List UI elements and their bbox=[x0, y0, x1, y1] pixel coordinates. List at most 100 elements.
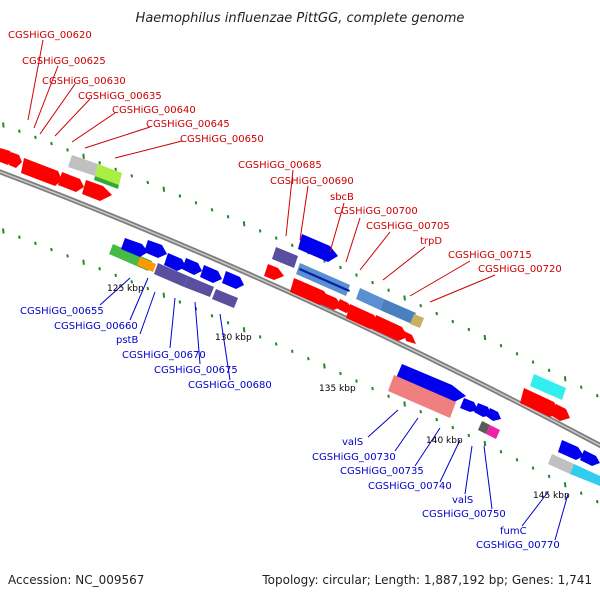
kbp-label: 125 kbp bbox=[107, 284, 144, 294]
gene-label[interactable]: CGSHiGG_00730 bbox=[312, 452, 396, 463]
gene-label[interactable]: CGSHiGG_00705 bbox=[366, 221, 450, 232]
gene-block bbox=[410, 314, 424, 328]
gene-arrow bbox=[164, 253, 186, 271]
gc-tick bbox=[387, 394, 390, 398]
gene-label[interactable]: CGSHiGG_00675 bbox=[154, 365, 238, 376]
gene-arrow bbox=[558, 440, 584, 460]
gene-arrow bbox=[404, 331, 416, 344]
map-title: Haemophilus influenzae PittGG, complete … bbox=[136, 11, 465, 26]
gc-tick bbox=[419, 304, 422, 308]
gene-label[interactable]: CGSHiGG_00735 bbox=[340, 466, 424, 477]
gene-arrow bbox=[372, 315, 408, 341]
gc-tick bbox=[595, 394, 599, 398]
gene-label[interactable]: fumC bbox=[500, 526, 527, 537]
gene-arrow bbox=[486, 408, 501, 421]
gene-arrow bbox=[396, 364, 466, 402]
gene-label[interactable]: CGSHiGG_00650 bbox=[180, 134, 264, 145]
gene-arrow bbox=[82, 180, 112, 201]
gene-arrow bbox=[21, 158, 62, 186]
gene-block bbox=[137, 257, 156, 272]
gene-block bbox=[154, 263, 188, 287]
gene-arrow bbox=[320, 293, 342, 310]
gc-tick bbox=[467, 433, 471, 438]
gene-block bbox=[95, 164, 122, 185]
gene-label[interactable]: CGSHiGG_00655 bbox=[20, 306, 104, 317]
gene-label[interactable]: trpD bbox=[420, 236, 442, 247]
gene-label[interactable]: CGSHiGG_00690 bbox=[270, 176, 354, 187]
gc-tick bbox=[499, 343, 503, 348]
gc-tick bbox=[515, 352, 519, 356]
accession-text: Accession: NC_009567 bbox=[8, 573, 145, 587]
gene-label[interactable]: valS bbox=[342, 437, 363, 448]
gene-arrow bbox=[346, 304, 380, 329]
gene-arrow bbox=[460, 398, 478, 412]
gene-label[interactable]: sbcB bbox=[330, 192, 354, 203]
bottom-gene-labels: CGSHiGG_00655 CGSHiGG_00660 pstB CGSHiGG… bbox=[20, 306, 560, 551]
topology-text: Topology: circular; Length: 1,887,192 bp… bbox=[262, 573, 592, 587]
gc-tick bbox=[371, 386, 374, 391]
gc-tick bbox=[339, 371, 342, 376]
gc-tick bbox=[290, 243, 294, 248]
gc-tick bbox=[531, 466, 535, 470]
top-gene-labels: CGSHiGG_00620 CGSHiGG_00625 CGSHiGG_0063… bbox=[8, 30, 562, 275]
gene-label[interactable]: CGSHiGG_00770 bbox=[476, 540, 560, 551]
gene-label[interactable]: CGSHiGG_00750 bbox=[422, 509, 506, 520]
gc-tick bbox=[114, 167, 117, 171]
kbp-label: 135 kbp bbox=[319, 384, 356, 394]
gc-tick bbox=[579, 491, 583, 495]
gene-arrow bbox=[580, 450, 600, 466]
gc-tick bbox=[371, 280, 374, 285]
gc-tick bbox=[274, 236, 278, 240]
gc-tick bbox=[467, 327, 471, 332]
gene-label[interactable]: CGSHiGG_00720 bbox=[478, 264, 562, 275]
gene-label[interactable]: CGSHiGG_00740 bbox=[368, 481, 452, 492]
gene-label[interactable]: CGSHiGG_00645 bbox=[146, 119, 230, 130]
gc-tick bbox=[178, 300, 182, 304]
gc-tick bbox=[82, 153, 85, 159]
gc-tick bbox=[483, 440, 487, 447]
gene-label[interactable]: pstB bbox=[116, 335, 138, 346]
gc-tick bbox=[355, 273, 358, 277]
gc-tick bbox=[435, 311, 439, 316]
gc-tick bbox=[323, 363, 326, 369]
gc-tick bbox=[547, 368, 551, 373]
gene-label[interactable]: CGSHiGG_00685 bbox=[238, 160, 322, 171]
gene-block bbox=[356, 288, 384, 310]
gene-label[interactable]: valS bbox=[452, 495, 473, 506]
gene-label[interactable]: CGSHiGG_00620 bbox=[8, 30, 92, 41]
gc-tick bbox=[595, 500, 599, 504]
gc-tick bbox=[403, 401, 406, 407]
gc-tick bbox=[307, 356, 310, 361]
gene-block bbox=[478, 421, 490, 434]
gene-block bbox=[530, 374, 566, 400]
gene-label[interactable]: CGSHiGG_00660 bbox=[54, 321, 138, 332]
gene-label[interactable]: CGSHiGG_00715 bbox=[448, 250, 532, 261]
gc-tick bbox=[2, 122, 5, 128]
gene-label[interactable]: CGSHiGG_00680 bbox=[188, 380, 272, 391]
gene-arrow bbox=[58, 172, 84, 192]
gene-label[interactable]: CGSHiGG_00630 bbox=[42, 76, 126, 87]
gene-label[interactable]: CGSHiGG_00670 bbox=[122, 350, 206, 361]
gc-tick bbox=[194, 201, 198, 205]
gc-tick bbox=[274, 342, 278, 346]
gene-label[interactable]: CGSHiGG_00700 bbox=[334, 206, 418, 217]
gc-tick bbox=[515, 458, 519, 462]
gc-tick bbox=[435, 417, 439, 422]
gene-label[interactable]: CGSHiGG_00635 bbox=[78, 91, 162, 102]
gc-tick bbox=[2, 228, 5, 234]
gene-arrow bbox=[9, 152, 22, 168]
gene-label[interactable]: CGSHiGG_00640 bbox=[112, 105, 196, 116]
gc-tick bbox=[66, 148, 69, 152]
gc-tick bbox=[50, 141, 53, 146]
kbp-label: 130 kbp bbox=[215, 333, 252, 343]
gene-arrow bbox=[474, 403, 491, 417]
gc-tick bbox=[499, 449, 503, 454]
gc-tick bbox=[130, 174, 134, 178]
gc-tick bbox=[162, 292, 166, 298]
kbp-label: 145 kbp bbox=[533, 491, 570, 501]
gene-arrow bbox=[520, 388, 560, 417]
gene-label[interactable]: CGSHiGG_00625 bbox=[22, 56, 106, 67]
gc-tick bbox=[339, 265, 342, 270]
kbp-marks: 125 kbp 130 kbp 135 kbp 140 kbp 145 kbp bbox=[107, 284, 570, 501]
gene-features bbox=[0, 148, 600, 486]
